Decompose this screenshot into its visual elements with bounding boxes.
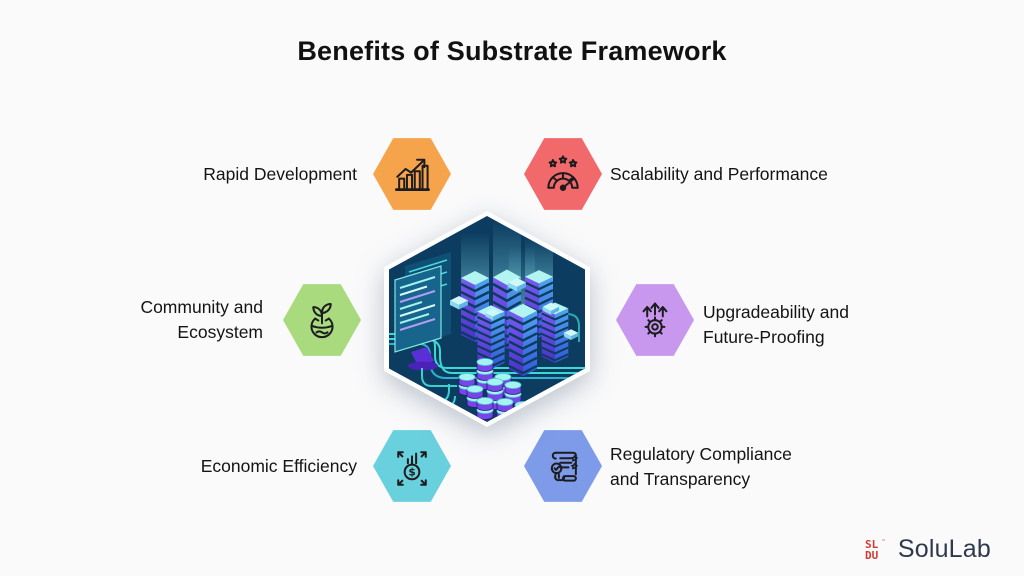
hex-regulatory-compliance-and-transparency [524,430,602,502]
blockchain-illustration [389,216,585,422]
plant-globe-icon [310,302,334,339]
compliance-scroll-icon [550,451,578,482]
label-regulatory-compliance-and-transparency: Regulatory Compliance and Transparency [610,444,792,489]
bar-chart-growth-icon [395,158,430,191]
center-hexagon [384,211,590,427]
solulab-mark-icon: SL DU ™ [865,538,886,562]
isometric-blockchain-scene-icon [389,220,585,421]
solulab-brand-text: SoluLab [897,535,991,563]
solulab-logo: SL DU ™ SoluLab [864,535,991,564]
svg-text:™: ™ [881,539,886,545]
hex-community-and-ecosystem [283,284,361,356]
isometric-monitor [394,252,451,371]
hex-scalability-and-performance [524,138,602,210]
label-rapid-development: Rapid Development [203,164,357,184]
hex-economic-efficiency: $ [373,430,451,502]
speedometer-stars-icon [547,155,579,191]
hex-upgradeability-and-future-proofing [616,284,694,356]
svg-text:$: $ [408,467,415,479]
svg-text:DU: DU [865,549,879,562]
label-scalability-and-performance: Scalability and Performance [610,164,828,184]
coin-expand-icon: $ [397,451,427,486]
gear-up-arrows-icon [642,302,668,338]
page-title: Benefits of Substrate Framework [297,36,727,66]
svg-text:SL: SL [865,538,879,551]
label-community-and-ecosystem: Community and Ecosystem [140,297,263,342]
label-economic-efficiency: Economic Efficiency [200,456,357,476]
label-upgradeability-and-future-proofing: Upgradeability and Future-Proofing [703,302,849,347]
hex-rapid-development [373,138,451,210]
